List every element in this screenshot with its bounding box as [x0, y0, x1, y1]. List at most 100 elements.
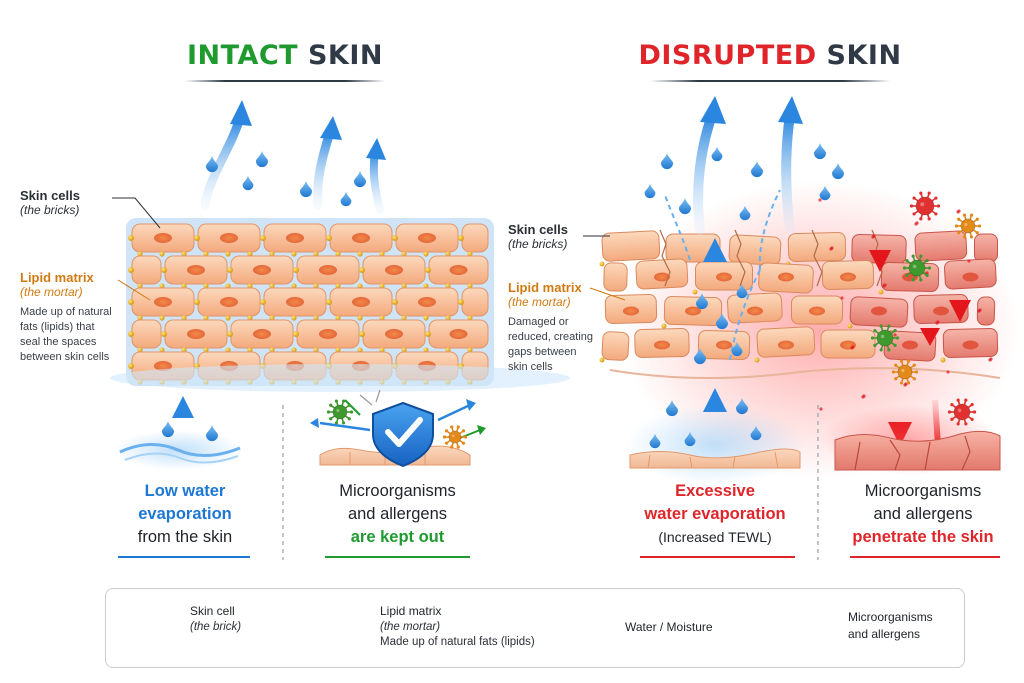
microbe-spike-tip: [347, 417, 351, 421]
cell-nucleus: [352, 297, 370, 307]
damaged-skin-cell: [601, 230, 661, 262]
disrupted-skin-layers: [599, 198, 1001, 411]
left-lipid-desc-4: between skin cells: [20, 351, 110, 363]
microbe-spike-tip: [456, 425, 460, 429]
lipid-dot: [203, 251, 209, 257]
water-drop: [716, 313, 728, 330]
lipid-dot: [225, 283, 231, 289]
lipid-dot: [423, 315, 429, 321]
lipid-dot: [291, 315, 297, 321]
lipid-dot: [692, 289, 698, 295]
water-drop: [819, 185, 831, 201]
red-particle: [978, 308, 982, 312]
microbe-spike-tip: [463, 435, 468, 439]
left-lipid-desc-1: Made up of natural: [20, 306, 112, 318]
red-particle: [872, 234, 876, 238]
cell-nucleus: [623, 306, 639, 316]
lipid-dot: [379, 251, 385, 257]
lipid-dot: [445, 347, 451, 353]
lipid-dot: [181, 347, 187, 353]
left-lipid-desc-2: fats (lipids) that: [20, 321, 95, 333]
water-drop: [750, 425, 762, 441]
microbe-spike-tip: [895, 336, 900, 340]
cell-nucleus: [778, 340, 794, 350]
microbe-body: [448, 430, 462, 444]
microbe-spike-tip: [887, 348, 891, 352]
lipid-dot: [357, 251, 363, 257]
intact-title-underline: [185, 80, 385, 82]
lipid-dot: [225, 251, 231, 257]
water-drop: [739, 205, 751, 221]
lipid-dot: [159, 251, 165, 257]
microbe-spike-tip: [899, 381, 904, 385]
caption-pen-1: Microorganisms: [864, 482, 982, 500]
microbe-spike-tip: [870, 336, 875, 340]
lipid-dot: [203, 315, 209, 321]
lipid-dot: [291, 347, 297, 353]
shield-icon: [310, 389, 486, 468]
skin-crack: [811, 229, 823, 287]
lipid-dot: [392, 235, 398, 241]
microbe-spike-tip: [906, 381, 911, 385]
microbe-spike-tip: [919, 191, 923, 195]
microbe-body: [915, 196, 935, 216]
right-skin-cells-label: Skin cells (the bricks): [508, 222, 568, 251]
lipid-dot: [159, 347, 165, 353]
microbe-spike-tip: [893, 329, 897, 333]
red-particle: [904, 382, 908, 386]
water-drop: [814, 143, 826, 160]
lipid-dot: [181, 315, 187, 321]
title-word-disrupted: DISRUPTED: [638, 40, 817, 71]
lipid-dot: [425, 267, 431, 273]
microbe-spike-tip: [956, 398, 960, 402]
lipid-dot: [423, 347, 429, 353]
skin-cell: [131, 255, 162, 285]
cell-nucleus: [449, 265, 468, 275]
intact-evaporation-arrows: [200, 100, 386, 214]
red-particle: [946, 370, 950, 374]
water-drop: [661, 153, 673, 170]
lipid-dot: [227, 267, 233, 273]
microbe-spike-tip: [970, 403, 974, 407]
microbe-spike-tip: [329, 417, 333, 421]
intact-skin-title: INTACT SKIN: [160, 40, 410, 71]
microbe-spike-tip: [329, 403, 333, 407]
microbe-spike-tip: [936, 204, 941, 208]
microbe-spike-tip: [972, 410, 977, 414]
lipid-dot: [401, 283, 407, 289]
cell-nucleus: [418, 233, 436, 243]
water-drop: [731, 341, 743, 357]
legend-skin-cell-label: Skin cell: [190, 604, 235, 618]
microbe-spike-tip: [450, 445, 454, 449]
lipid-dot: [260, 299, 266, 305]
lipid-dot: [161, 331, 167, 337]
red-particle: [967, 259, 971, 263]
lipid-dot: [137, 315, 143, 321]
microbe-spike-tip: [912, 377, 916, 381]
lipid-dot: [128, 235, 134, 241]
microbe-spike-tip: [975, 231, 979, 235]
microbe-spike-tip: [456, 445, 460, 449]
right-damage-desc-2: reduced, creating: [508, 331, 593, 343]
lipid-dot: [203, 347, 209, 353]
lipid-dot: [878, 289, 884, 295]
legend-lipid: Lipid matrix (the mortar) Made up of nat…: [380, 604, 535, 648]
caption-excessive-evaporation: Excessive water evaporation (Increased T…: [610, 480, 820, 549]
microbe-spike-tip: [911, 254, 915, 258]
cell-nucleus: [871, 306, 887, 316]
right-lipid-sub: (the mortar): [508, 295, 571, 309]
intact-base-moisture: [110, 364, 570, 392]
legend-micro-1: Microorganisms: [848, 610, 933, 624]
microbe-spike-tip: [873, 329, 877, 333]
water-drop: [666, 400, 678, 417]
microbe-spike-tip: [461, 429, 466, 433]
disrupted-evaporation-arrows: [664, 96, 803, 380]
microbe-spike-tip: [927, 217, 931, 221]
microbe-spike-tip: [969, 235, 974, 239]
microbe-spike-tip: [461, 441, 466, 445]
water-drop: [242, 175, 254, 191]
microbe-spike-tip: [902, 266, 907, 270]
water-drop: [206, 425, 218, 442]
lipid-dot: [291, 283, 297, 289]
